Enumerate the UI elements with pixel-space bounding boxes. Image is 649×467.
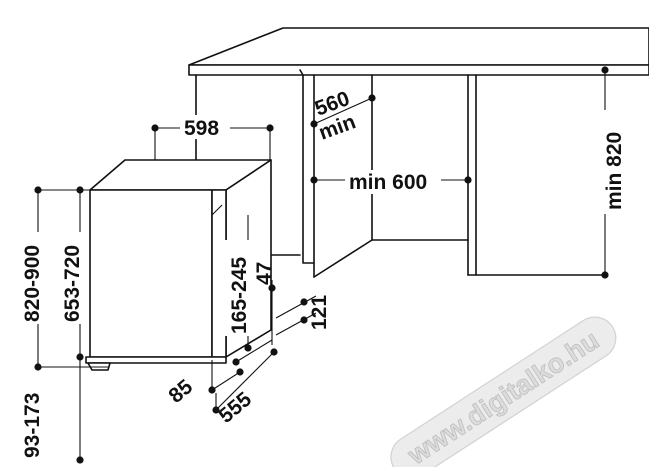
label-plinth-height: 93-173 <box>21 393 44 458</box>
dishwasher-inner-edge <box>211 204 223 216</box>
label-bg <box>600 110 626 214</box>
dim-dot <box>368 94 376 102</box>
niche-floor-left <box>313 239 373 278</box>
watermark-text: www.digitalko.hu <box>402 325 605 467</box>
countertop-top <box>188 27 649 66</box>
dim-dot <box>300 298 308 306</box>
dim-dot <box>208 386 216 394</box>
watermark: www.digitalko.hu <box>390 316 617 467</box>
dim-dot <box>601 271 609 279</box>
dim-dot <box>601 66 609 74</box>
label-body-height: 653-720 <box>61 245 84 322</box>
dim-dot <box>212 406 220 414</box>
dim-dot <box>464 176 472 184</box>
label-door-panel: 165-245 <box>228 257 251 334</box>
label-foot-depth: 85 <box>164 375 197 408</box>
label-foot-offset: 121 <box>308 295 331 330</box>
niche-left-wall <box>299 69 315 264</box>
dim-dot <box>236 368 244 376</box>
dishwasher-front <box>89 189 213 358</box>
kitchen-niche <box>188 27 649 278</box>
dim-dot <box>270 348 278 356</box>
dim-dot <box>310 176 318 184</box>
dim-ext <box>235 339 273 363</box>
dishwasher-front-edge <box>211 189 227 358</box>
label-bg <box>225 240 251 336</box>
label-total-height: 820-900 <box>21 245 44 322</box>
label-worktop-height: min 820 <box>603 132 626 210</box>
dim-dot <box>268 284 276 292</box>
label-bg <box>180 115 230 139</box>
label-bg <box>18 372 44 462</box>
label-bg <box>60 232 86 324</box>
dim-line-foot-offset-b <box>275 312 317 336</box>
label-top-offset: 47 <box>253 262 276 285</box>
dim-dot <box>76 456 84 464</box>
dim-dot <box>310 120 318 128</box>
dim-line-appliance-depth <box>215 351 275 411</box>
label-cabinet-width: 598 <box>184 117 219 140</box>
dim-line-foot-offset-a <box>275 295 317 319</box>
dim-dot <box>76 186 84 194</box>
label-bg <box>18 232 44 324</box>
plinth <box>85 356 227 364</box>
label-niche-width: min 600 <box>349 171 427 194</box>
countertop-edge <box>188 64 649 76</box>
dim-line-foot-depth <box>211 371 241 391</box>
dim-dot <box>300 316 308 324</box>
label-bg <box>345 170 441 194</box>
dim-line-depth <box>313 97 373 125</box>
label-appliance-depth: 555 <box>214 387 256 427</box>
dim-dot <box>244 344 252 352</box>
watermark-badge <box>390 316 617 467</box>
dim-dot <box>232 358 240 366</box>
